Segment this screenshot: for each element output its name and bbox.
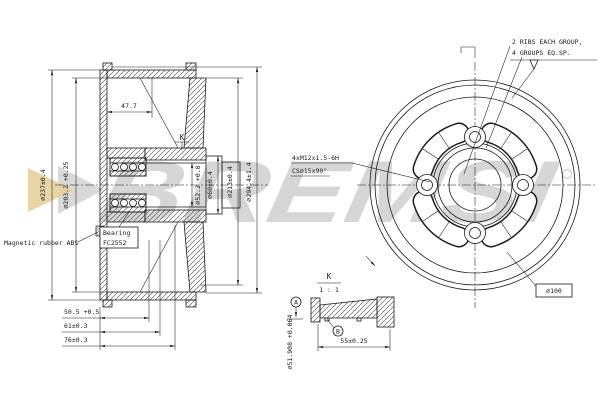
drum-top-band: [106, 69, 197, 79]
abs-label: Magnetic rubber ABS: [4, 239, 78, 247]
hub-circle: [437, 147, 513, 223]
marker-a-label: A: [294, 299, 298, 307]
dim-seat-dia: ∅51.908 +0.064: [286, 315, 294, 370]
hub-stub: [146, 155, 241, 215]
bolt-circle-note: ∅100: [506, 251, 573, 298]
bearing-section: [109, 157, 147, 213]
dim-width: 55±0.25: [340, 337, 367, 345]
bolt-holes: [416, 126, 534, 244]
datum-flag-icon: [529, 59, 539, 70]
dim-depth1: 50.5 +0.5: [64, 308, 99, 316]
view-direction-mark: [460, 46, 476, 58]
detail-width-dim: 55±0.25: [317, 324, 391, 351]
watermark-arrow-gray: [58, 166, 104, 214]
dim-depth2: 61±0.3: [64, 322, 88, 330]
bearing-label-line2: FC2552: [103, 239, 127, 247]
marker-a-callout: A ∅51.908 +0.064: [286, 296, 303, 370]
bolt-hole: [512, 174, 534, 196]
section-arrow-icon: [365, 255, 376, 267]
drum-back-wall: [99, 69, 108, 301]
detail-ref-label: K: [180, 133, 185, 142]
hub-flange-bottom: [144, 209, 207, 223]
abs-note: Magnetic rubber ABS: [4, 231, 99, 247]
bolt-hole: [464, 126, 486, 148]
detail-k-reference: K: [175, 133, 189, 150]
dim-flange-dia: ∅294.4±1.4: [245, 162, 253, 201]
kidney-slots: [412, 122, 538, 248]
bearing-note: Bearing FC2552: [99, 211, 139, 249]
bolt-spec-line1: 4xM12x1.5-6H: [292, 154, 339, 162]
marker-b-label: B: [336, 328, 340, 336]
dim-outer-dia: ∅237±0.4: [39, 169, 47, 200]
bearing-label-line1: Bearing: [103, 229, 130, 237]
dim-bore-dia: ∅52.2 +0.8: [194, 165, 202, 204]
section-dimensions: ∅237±0.4 ∅203.2 +0.25 47.7 ∅52.2 +0.8 ∅6…: [39, 66, 262, 350]
dim-inner-dia: ∅203.2 +0.25: [62, 161, 70, 208]
ribs-note-line2: 4 GROUPS EQ.SP.: [512, 49, 571, 57]
detail-label: K: [327, 272, 332, 281]
drum-open-wall-top: [183, 77, 207, 149]
dim-depth-top: 47.7: [121, 102, 137, 110]
detail-scale: 1 : 1: [319, 286, 339, 294]
section-view: K ∅237±0.4 ∅203.2 +0.25 47.7 ∅52.2 +0.8: [4, 62, 268, 350]
drum-bottom-band: [106, 291, 197, 301]
marker-b-callout: B: [326, 318, 344, 337]
drum-inner-circle: [386, 96, 564, 274]
detail-section-body: [310, 296, 395, 328]
dim-depth3: 76±0.3: [64, 336, 88, 344]
bolt-spec-line2: CS∅15x90°: [292, 167, 327, 175]
ribs-note-line1: 2 RIBS EACH GROUP,: [512, 38, 582, 46]
dim-rib-dia: ∅213±0.4: [226, 166, 234, 197]
center-bore-circle: [448, 158, 502, 212]
drum-outer-circle: [369, 79, 581, 291]
bolt-hole: [416, 174, 438, 196]
cooling-ribs: [422, 132, 528, 238]
dim-hub-dia: ∅60±0.4: [206, 171, 214, 198]
registered-mark-icon: [561, 168, 573, 180]
drum-open-wall-bottom: [183, 221, 207, 293]
hub-flange-top: [144, 147, 207, 161]
drum-section-body: [95, 62, 207, 308]
front-view: 2 RIBS EACH GROUP, 4 GROUPS EQ.SP. 4xM12…: [291, 38, 597, 308]
bolt-spec-note: 4xM12x1.5-6H CS∅15x90°: [291, 154, 431, 183]
bolt-circle-ref: ∅100: [546, 287, 562, 295]
ribs-note: 2 RIBS EACH GROUP, 4 GROUPS EQ.SP.: [463, 38, 597, 175]
bolt-hole: [464, 222, 486, 244]
detail-view: K 1 : 1 A ∅51.908 +0.064 B 55±0.25: [286, 272, 395, 370]
